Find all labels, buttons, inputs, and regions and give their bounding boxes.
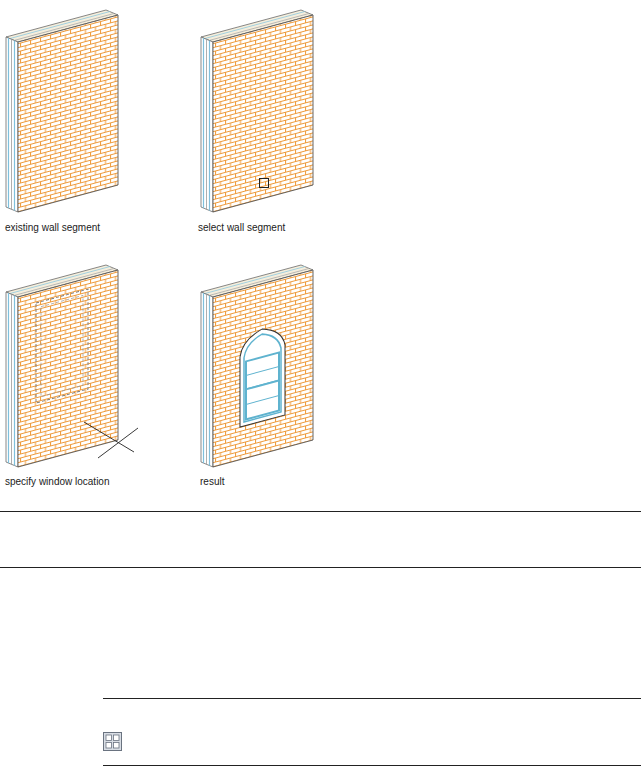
wall-segment [201,10,313,212]
rule-line [103,765,641,766]
window-tool-icon [104,733,122,751]
wall-segment [6,10,118,212]
rule-line [0,511,641,512]
cursor-crosshair [84,422,138,458]
rule-line [103,698,641,699]
rule-line [0,567,641,568]
pick-box [260,179,269,188]
caption-label: existing wall segment [4,222,101,234]
caption-label: select wall segment [197,222,286,234]
caption-label: result [199,476,225,488]
window-preview [36,289,88,403]
wall-segment [6,265,118,467]
arched-window [240,323,285,427]
wall-segment [201,265,313,467]
caption-label: specify window location [4,476,111,488]
